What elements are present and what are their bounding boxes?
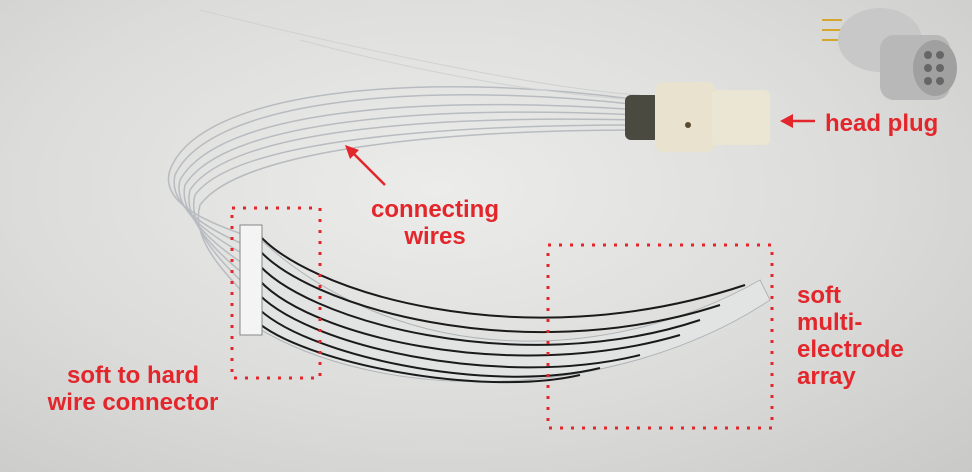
connector-label: soft to hard wire connector xyxy=(28,362,238,416)
head-plug xyxy=(625,82,770,152)
array-label: soft multi- electrode array xyxy=(797,282,904,390)
label-line: multi- xyxy=(797,309,863,336)
head-plug-icon xyxy=(822,8,957,100)
head-plug-label: head plug xyxy=(825,110,939,137)
arrow-icon xyxy=(345,145,386,186)
label-line: soft xyxy=(797,282,841,309)
label-line: connecting xyxy=(370,196,499,223)
connecting-wires-label: connecting wires xyxy=(360,196,510,250)
label-line: electrode xyxy=(797,336,904,363)
electrode-array xyxy=(239,223,771,384)
label-line: wires xyxy=(404,223,466,250)
label-line: soft to hard xyxy=(67,362,199,389)
array-highlight-box xyxy=(546,243,774,430)
label-line: wire connector xyxy=(47,389,219,416)
connector-highlight-box xyxy=(230,206,322,380)
arrow-icon xyxy=(780,114,815,128)
label-line: array xyxy=(797,363,856,390)
connecting-wires xyxy=(167,9,641,296)
